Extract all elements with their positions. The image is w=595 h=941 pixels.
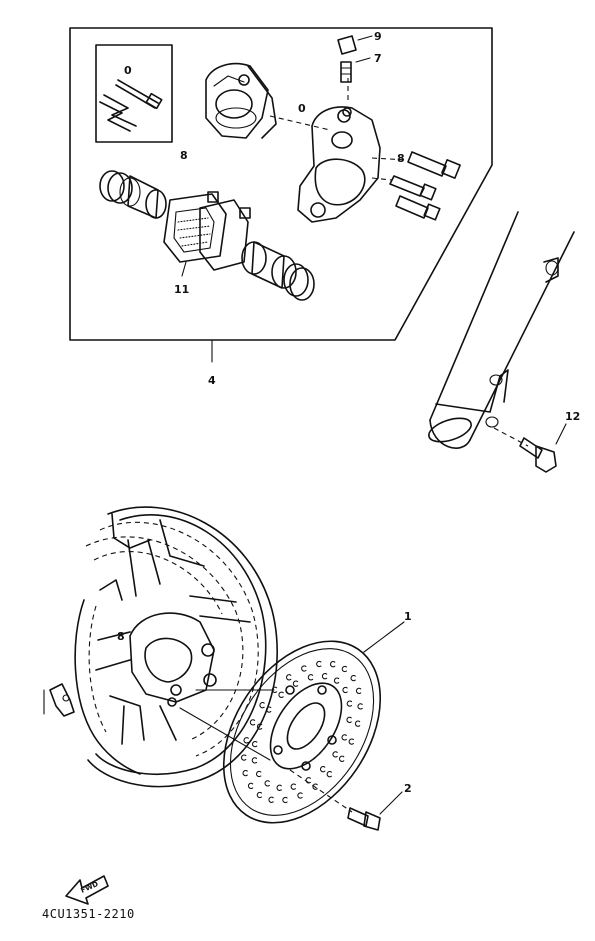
disc-hole — [305, 777, 311, 784]
callout-frame-a: 0 — [124, 64, 132, 77]
caliper-bracket — [205, 62, 331, 139]
disc-hole — [341, 734, 347, 741]
disc-hole — [271, 686, 278, 693]
disc-hole — [256, 791, 263, 799]
disc-hole — [256, 723, 263, 730]
disc-hole — [268, 796, 274, 803]
disc-hole — [251, 757, 258, 764]
caliper-assembly-frame — [69, 27, 493, 363]
disc-hole — [312, 783, 318, 790]
disc-hole — [321, 673, 328, 680]
disc-hole — [316, 660, 322, 668]
disc-holes — [241, 660, 363, 804]
callout-12: 12 — [565, 410, 580, 423]
disc-hole — [342, 686, 348, 694]
callout-9: 9 — [374, 30, 382, 43]
front-wheel: 8 — [43, 506, 278, 788]
disc-hole — [286, 674, 292, 681]
callout-8: 8 — [180, 149, 188, 162]
pad-pin-kit-box — [95, 44, 173, 143]
disc-hole — [256, 770, 262, 778]
disc-hole — [252, 740, 258, 748]
callout-wheel-b: 8 — [117, 630, 125, 643]
callout-2: 2 — [404, 782, 412, 795]
callout-4: 4 — [208, 374, 216, 387]
disc-hole — [242, 769, 248, 777]
disc-hole — [346, 716, 352, 724]
disc-hole — [354, 720, 361, 727]
disc-hole — [355, 687, 362, 695]
disc-bolt — [289, 621, 405, 831]
caliper-body — [297, 78, 381, 223]
disc-hole — [259, 702, 265, 709]
caliper-bolts — [371, 151, 461, 221]
disc-hole — [350, 674, 356, 682]
disc-hole — [341, 665, 348, 673]
callout-7: 7 — [374, 52, 382, 65]
disc-hole — [326, 771, 332, 778]
brake-pads — [163, 191, 251, 277]
brake-disc — [222, 640, 382, 824]
disc-hole — [243, 737, 249, 744]
front-fork — [428, 211, 575, 449]
disc-hole — [332, 751, 338, 758]
disc-hole — [307, 674, 314, 681]
bleed-screw — [337, 35, 373, 83]
disc-hole — [346, 700, 353, 707]
callout-frame-b: 0 — [298, 102, 306, 115]
disc-hole — [297, 792, 303, 799]
disc-hole — [320, 766, 326, 773]
disc-hole — [292, 680, 299, 687]
piston-seals-left — [99, 170, 167, 219]
disc-hole — [282, 796, 288, 804]
disc-hole — [290, 783, 296, 790]
disc-hole — [357, 703, 363, 710]
disc-hole — [301, 665, 307, 672]
callout-1: 1 — [404, 610, 412, 623]
disc-hole — [264, 780, 270, 787]
disc-hole — [249, 719, 256, 726]
disc-hole — [241, 754, 247, 761]
drawing-code: 4CU1351-2210 — [42, 907, 135, 921]
disc-hole — [276, 784, 282, 791]
callout-11: 11 — [174, 283, 189, 296]
disc-hole — [339, 755, 345, 762]
fork-bolt — [493, 423, 567, 473]
disc-hole — [266, 706, 272, 713]
piston-seals-right — [241, 241, 315, 301]
forward-direction-arrow: FWD — [65, 875, 109, 905]
disc-hole — [333, 677, 340, 684]
disc-hole — [247, 782, 254, 790]
disc-hole — [278, 691, 284, 698]
callout-frame-c: 8 — [397, 152, 405, 165]
disc-hole — [348, 738, 354, 745]
disc-hole — [330, 661, 336, 668]
